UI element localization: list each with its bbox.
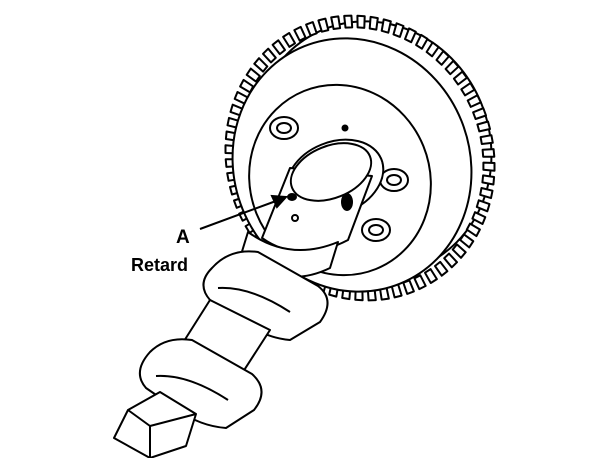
gear-tooth [404, 27, 417, 44]
gear-tooth [262, 47, 277, 64]
gear-tooth [330, 15, 342, 30]
gear-tooth [471, 211, 487, 225]
gear-tooth [380, 18, 392, 34]
gear-tooth [343, 14, 354, 29]
gear-tooth [481, 148, 496, 158]
gear-tooth [425, 41, 440, 58]
gear-tooth [460, 82, 476, 97]
gear-tooth [293, 25, 307, 42]
gear-tooth [415, 33, 429, 50]
gear-tooth [434, 260, 449, 277]
gear-tooth [481, 174, 496, 186]
gear-tooth [271, 39, 286, 56]
gear-tooth [482, 161, 496, 172]
callout-letter: A [176, 227, 190, 248]
oil-holes [287, 193, 353, 222]
gear-tooth [476, 120, 491, 133]
gear-tooth [317, 17, 330, 33]
cam-lobe-second [139, 338, 263, 429]
cam-lobe [202, 250, 329, 341]
gear-tooth [479, 134, 494, 145]
gear-tooth [472, 107, 487, 120]
gear-tooth [245, 67, 261, 83]
callout-caption: Retard [131, 255, 189, 275]
gear-tooth [451, 243, 467, 259]
callout-arrow [199, 194, 289, 230]
gear-tooth [459, 233, 475, 249]
gear-tooth [368, 15, 379, 31]
gear-tooth [435, 50, 450, 66]
gear-tooth [424, 268, 438, 284]
gear-tooth [392, 22, 405, 38]
gear-tooth [253, 57, 269, 73]
gear-tooth [465, 222, 481, 238]
gear-tooth [413, 274, 427, 291]
gear-tooth [466, 94, 482, 108]
hub-bolts [269, 116, 409, 242]
gear-tooth [452, 70, 468, 86]
gear-tooth [282, 32, 296, 48]
gear-tooth [443, 252, 458, 269]
gear-tooth [356, 14, 366, 29]
gear-tooth [305, 21, 318, 37]
gear-tooth [444, 59, 460, 76]
gear-tooth [479, 187, 494, 200]
gear-tooth [475, 199, 491, 213]
